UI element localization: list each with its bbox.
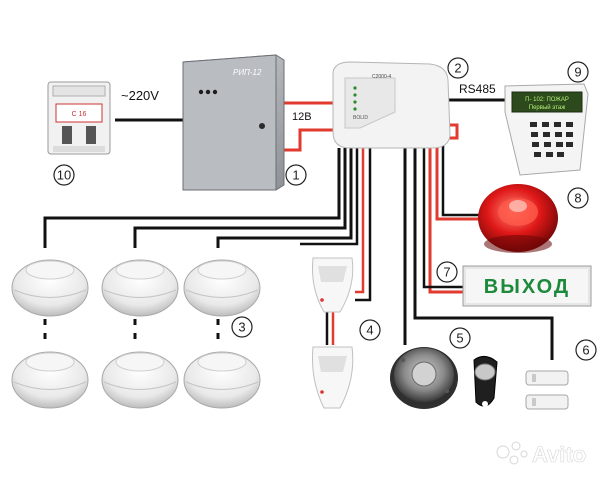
svg-text:9: 9 xyxy=(574,65,581,80)
callout-10: 10 xyxy=(53,164,75,186)
breaker-rating: С 16 xyxy=(72,111,87,118)
voltage-dc-label: 12В xyxy=(292,111,312,123)
motion-detector-top xyxy=(312,257,354,313)
callout-3: 3 xyxy=(231,316,253,338)
wire-smoke-bus-3 xyxy=(216,148,353,248)
watermark-text: Avito xyxy=(532,442,586,467)
svg-text:10: 10 xyxy=(57,168,71,183)
siren-strobe xyxy=(478,184,558,253)
svg-text:3: 3 xyxy=(238,320,245,335)
svg-text:7: 7 xyxy=(443,265,450,280)
callout-7: 7 xyxy=(436,261,458,283)
callout-6: 6 xyxy=(575,339,597,361)
controller-maker: BOLID xyxy=(353,115,368,121)
lcd-line-1: П- 102: ПОЖАР xyxy=(525,97,569,103)
wire-12v-red-2 xyxy=(276,128,335,152)
wires xyxy=(43,98,554,360)
controller-model: С2000-4 xyxy=(372,74,391,80)
wire-smoke-bus-4 xyxy=(300,148,359,246)
exit-sign-text: ВЫХОД xyxy=(484,276,570,298)
wire-exit-red xyxy=(428,145,463,294)
callout-9: 9 xyxy=(567,61,589,83)
callout-4: 4 xyxy=(359,319,381,341)
voltage-ac-label: ~220V xyxy=(121,88,159,103)
smoke-detector-2 xyxy=(101,259,179,317)
psu-brand: РИП-12 xyxy=(233,68,262,77)
svg-text:6: 6 xyxy=(582,343,589,358)
key-fob xyxy=(473,356,498,407)
callout-5: 5 xyxy=(449,327,471,349)
callout-1: 1 xyxy=(285,164,307,186)
svg-text:1: 1 xyxy=(292,168,299,183)
smoke-detector-1 xyxy=(11,259,89,317)
svg-text:5: 5 xyxy=(456,331,463,346)
smoke-detector-4 xyxy=(11,351,89,409)
wire-smoke-bus-1 xyxy=(43,148,341,248)
wire-siren-black xyxy=(441,145,490,217)
motion-detector-bottom xyxy=(312,346,354,409)
smoke-detectors xyxy=(11,259,261,409)
power-supply-unit: РИП-12 xyxy=(182,54,285,191)
controller-unit: С2000-4 BOLID xyxy=(332,61,451,149)
circuit-breaker: С 16 xyxy=(47,81,111,155)
keypad-buttons xyxy=(530,122,573,157)
avito-watermark: Avito xyxy=(496,441,586,467)
keypad-panel: П- 102: ПОЖАР Первый этаж xyxy=(504,83,589,176)
svg-text:2: 2 xyxy=(454,61,461,76)
svg-text:4: 4 xyxy=(366,323,373,338)
smoke-detector-6 xyxy=(183,351,261,409)
wire-exit-black xyxy=(422,145,463,289)
callout-2: 2 xyxy=(447,57,469,79)
exit-sign: ВЫХОД xyxy=(462,265,592,307)
bus-label: RS485 xyxy=(459,82,496,96)
callout-8: 8 xyxy=(567,187,589,209)
touch-memory-reader xyxy=(390,347,458,409)
wire-motion-black xyxy=(355,148,372,302)
wire-contact xyxy=(413,145,554,360)
magnetic-door-contact xyxy=(525,370,569,410)
wire-motion-red xyxy=(355,148,365,294)
lcd-line-2: Первый этаж xyxy=(529,104,565,111)
smoke-detector-5 xyxy=(101,351,179,409)
svg-text:8: 8 xyxy=(574,191,581,206)
wire-smoke-bus-2 xyxy=(133,148,347,248)
smoke-detector-3 xyxy=(183,259,261,317)
